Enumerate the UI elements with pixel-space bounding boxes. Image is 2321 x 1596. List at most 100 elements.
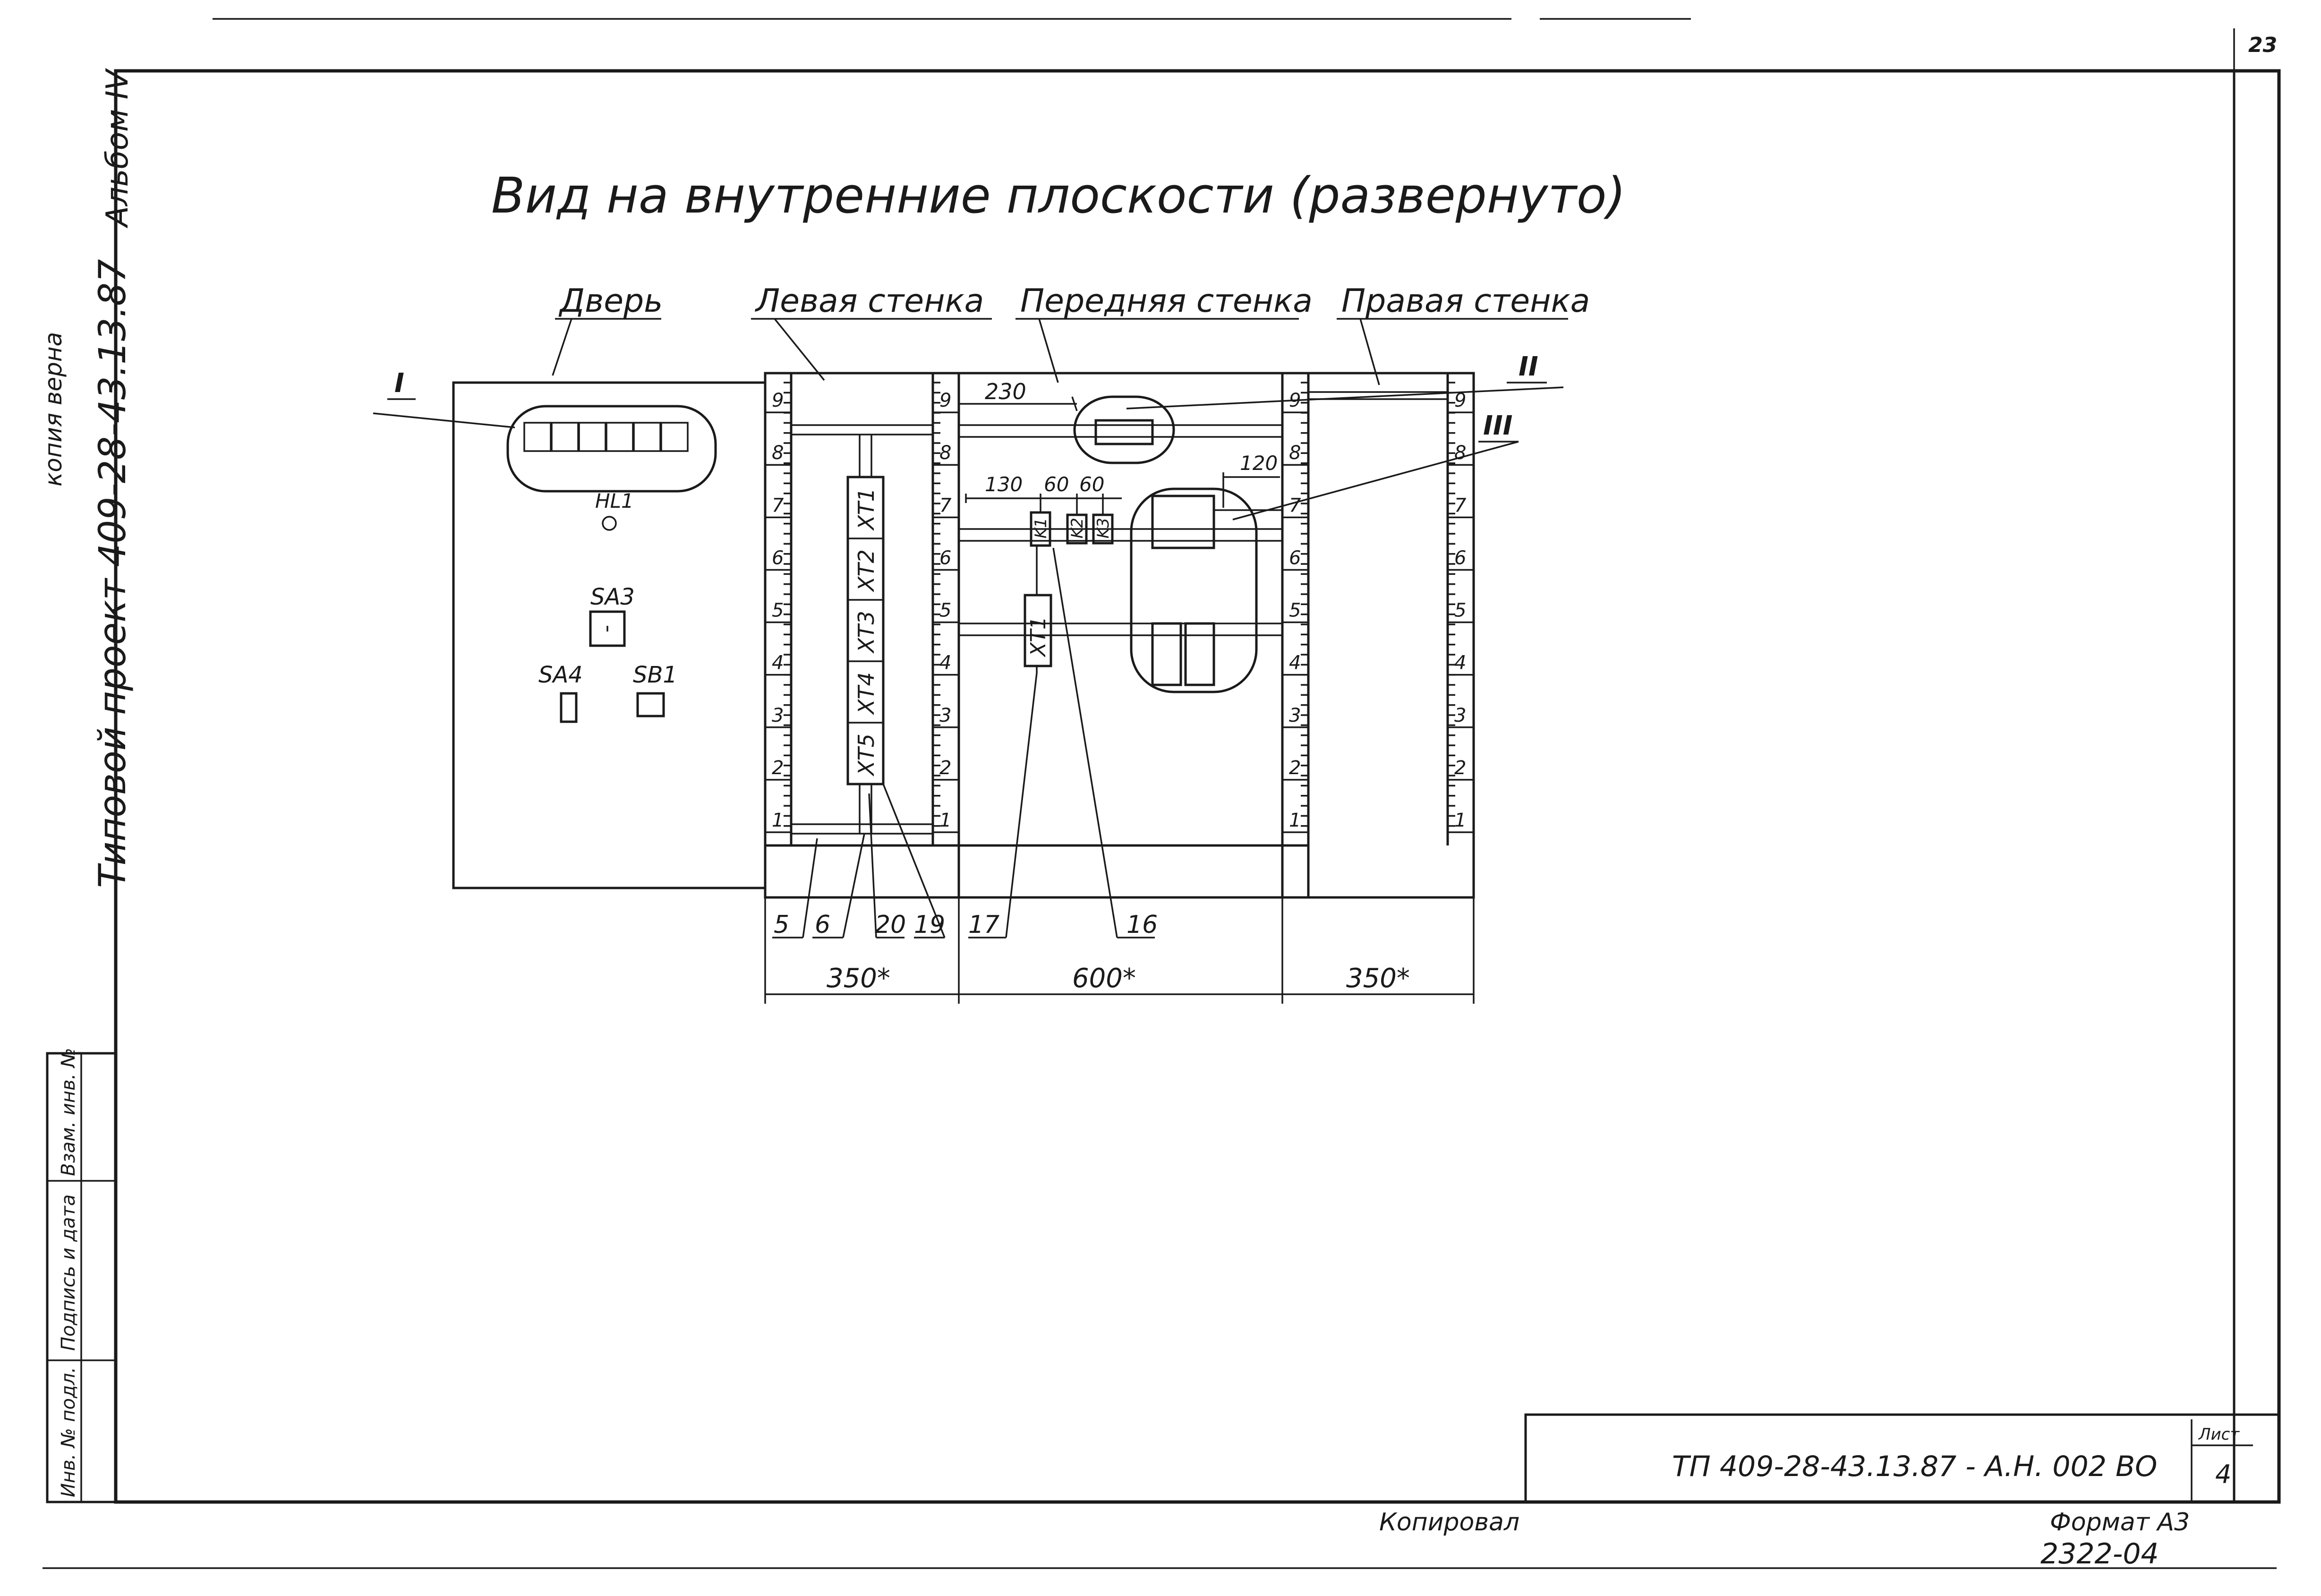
front-big-device-ring — [1130, 487, 1258, 693]
dim-60a: 60 — [1044, 473, 1069, 496]
left-terminal-label: XT3 — [853, 611, 879, 654]
rail-number: 4 — [1289, 652, 1301, 674]
front-terminal-xt1 — [1024, 594, 1052, 667]
rail-number: 4 — [1454, 652, 1466, 674]
dim-front-width: 600* — [1072, 963, 1136, 994]
rail-number: 5 — [1289, 600, 1301, 622]
side-stamp: Инв. № подл. Подпись и дата Взам. инв. № — [46, 1048, 117, 1503]
pos-17: 17 — [968, 911, 999, 939]
callout-III: III — [1483, 410, 1513, 441]
rail-number: 1 — [1289, 810, 1301, 831]
callout-II: II — [1519, 351, 1538, 382]
rail-number: 3 — [939, 705, 951, 726]
front-wall-panel — [957, 372, 1284, 899]
front-big-device-top — [1151, 495, 1215, 549]
mounting-rails — [765, 382, 1474, 833]
sb1-button — [636, 692, 665, 717]
right-wall-panel — [1281, 372, 1475, 899]
label-sa3: SA3 — [590, 584, 635, 610]
rail-number: 5 — [939, 600, 951, 622]
rail-number: 9 — [772, 390, 784, 411]
rail-number: 3 — [1454, 705, 1466, 726]
relay-k3-label: K3 — [1094, 518, 1113, 538]
rail-number: 6 — [1454, 547, 1466, 569]
dim-60b: 60 — [1079, 473, 1104, 496]
door-indicator-window — [506, 405, 717, 493]
rail-number: 7 — [1454, 495, 1467, 516]
sheet-label: Лист — [2198, 1425, 2240, 1444]
rail-number: 2 — [939, 757, 951, 779]
rail-number: 8 — [1454, 442, 1466, 464]
rail-number: 4 — [772, 652, 784, 674]
label-hl1: HL1 — [595, 489, 634, 512]
rail-number: 8 — [772, 442, 784, 464]
rail-number: 1 — [939, 810, 951, 831]
position-leaders — [772, 547, 1155, 939]
door-panel: HL1 SA3 SA4 SB1 — [452, 381, 767, 889]
sheet-number: 4 — [2215, 1459, 2231, 1489]
callout-I: I — [394, 368, 404, 399]
rail-number: 8 — [939, 442, 951, 464]
relay-k2-label: K2 — [1068, 518, 1087, 538]
stamp-cell-replace: Взам. инв. № — [58, 1048, 79, 1176]
left-terminal-label: XT2 — [853, 549, 879, 592]
title-block — [1524, 1413, 2280, 1503]
label-sb1: SB1 — [633, 662, 677, 688]
left-terminal-block — [846, 476, 885, 785]
pos-16: 16 — [1126, 911, 1158, 939]
rail-number: 7 — [939, 495, 952, 516]
dim-left-width: 350* — [827, 963, 890, 994]
side-project: Типовой проект 409-28-43.13.87 — [92, 259, 134, 888]
rail-number: 6 — [1289, 547, 1301, 569]
dim-right-width: 350* — [1346, 963, 1410, 994]
rail-number: 5 — [1454, 600, 1466, 622]
sa4-switch — [560, 692, 578, 723]
pos-6: 6 — [815, 911, 830, 939]
front-xt1-label: XT1 — [1026, 616, 1050, 657]
designation: ТП 409-28-43.13.87 - А.Н. 002 ВО — [1672, 1450, 2157, 1483]
heading-left-wall: Левая стенка — [754, 282, 984, 320]
rail-number: 3 — [772, 705, 784, 726]
rail-number: 5 — [772, 600, 784, 622]
copied-by: Копировал — [1379, 1508, 1519, 1536]
left-terminal-label: XT1 — [853, 488, 879, 531]
rail-number: 2 — [1454, 757, 1466, 779]
drawing-title: Вид на внутренние плоскости (развернуто) — [491, 167, 1626, 224]
pos-19: 19 — [914, 911, 945, 939]
rail-number: 2 — [1289, 757, 1301, 779]
front-big-device-right — [1184, 622, 1215, 686]
rail-number: 2 — [772, 757, 784, 779]
side-album: Альбом IV — [100, 68, 135, 229]
rail-number: 7 — [1289, 495, 1301, 516]
left-terminal-label: XT4 — [853, 672, 879, 715]
front-top-box-ring — [1073, 395, 1175, 464]
label-sa4: SA4 — [538, 662, 583, 688]
front-big-device-left — [1151, 622, 1182, 686]
rail-number: 7 — [772, 495, 784, 516]
page-number: 23 — [2248, 33, 2277, 57]
heading-right-wall: Правая стенка — [1341, 282, 1590, 320]
pos-5: 5 — [774, 911, 789, 939]
sheet-frame — [43, 18, 2281, 1569]
rail-number: 4 — [939, 652, 951, 674]
front-top-box — [1094, 419, 1154, 445]
relay-k1-label: K1 — [1032, 518, 1050, 538]
heading-front-wall: Передняя стенка — [1020, 282, 1313, 320]
dimensions: 230 120 130 60 60 350* 600* 350* — [764, 379, 1475, 1004]
heading-door: Дверь — [558, 282, 663, 320]
side-copy: копия верна — [40, 332, 67, 486]
left-terminal-label: XT5 — [853, 734, 879, 777]
rail-number: 6 — [939, 547, 951, 569]
rail-number: 9 — [939, 390, 951, 411]
format-label: Формат А3 — [2050, 1508, 2190, 1536]
rail-number: 8 — [1289, 442, 1301, 464]
stamp-cell-inv: Инв. № подл. — [58, 1367, 79, 1497]
rail-number: 3 — [1289, 705, 1301, 726]
stamp-cell-sign: Подпись и дата — [58, 1195, 79, 1351]
sa3-switch — [589, 610, 626, 647]
dim-230: 230 — [985, 379, 1026, 404]
dim-130: 130 — [985, 473, 1023, 496]
